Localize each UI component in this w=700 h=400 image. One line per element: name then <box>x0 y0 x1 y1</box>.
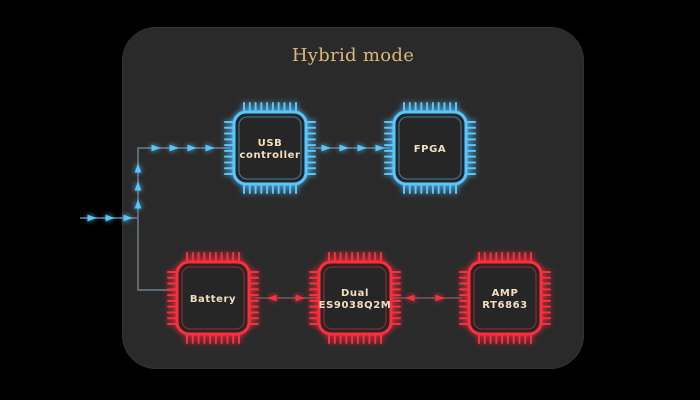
chip-dac <box>309 252 401 344</box>
flow-arrow <box>134 199 142 209</box>
chip-label-fpga-1: FPGA <box>414 144 447 155</box>
chip-battery <box>167 252 259 344</box>
flow-arrow <box>375 144 385 152</box>
flow-arrow <box>187 144 197 152</box>
flow-arrow <box>151 144 161 152</box>
chip-body <box>232 110 308 186</box>
flow-arrow <box>205 144 215 152</box>
chip-label-usb-1: USB <box>258 138 283 149</box>
chip-usb <box>224 102 316 194</box>
flow-arrow <box>435 294 445 302</box>
flow-arrow <box>405 294 415 302</box>
chip-body <box>392 110 468 186</box>
flow-arrow <box>267 294 277 302</box>
chips <box>167 102 551 344</box>
chip-body <box>467 260 543 336</box>
flow-arrow <box>169 144 179 152</box>
flow-arrow <box>295 294 305 302</box>
chip-body <box>175 260 251 336</box>
chip-label-amp-1: AMP <box>492 288 519 299</box>
chip-label-amp-2: RT6863 <box>482 300 528 311</box>
chip-label-battery-1: Battery <box>190 294 236 305</box>
flow-arrow <box>134 181 142 191</box>
chip-label-usb-2: controller <box>239 150 300 161</box>
flow-arrow <box>357 144 367 152</box>
flow-arrows <box>87 144 445 302</box>
chip-body <box>317 260 393 336</box>
chip-amp <box>459 252 551 344</box>
chip-label-dac-1: Dual <box>341 288 369 299</box>
flow-arrow <box>321 144 331 152</box>
flow-arrow <box>134 163 142 173</box>
flow-arrow <box>339 144 349 152</box>
flow-arrow <box>105 214 115 222</box>
chip-label-dac-2: ES9038Q2M <box>319 300 392 311</box>
flow-arrow <box>123 214 133 222</box>
flow-arrow <box>87 214 97 222</box>
chip-fpga <box>384 102 476 194</box>
diagram-title: Hybrid mode <box>291 45 415 66</box>
